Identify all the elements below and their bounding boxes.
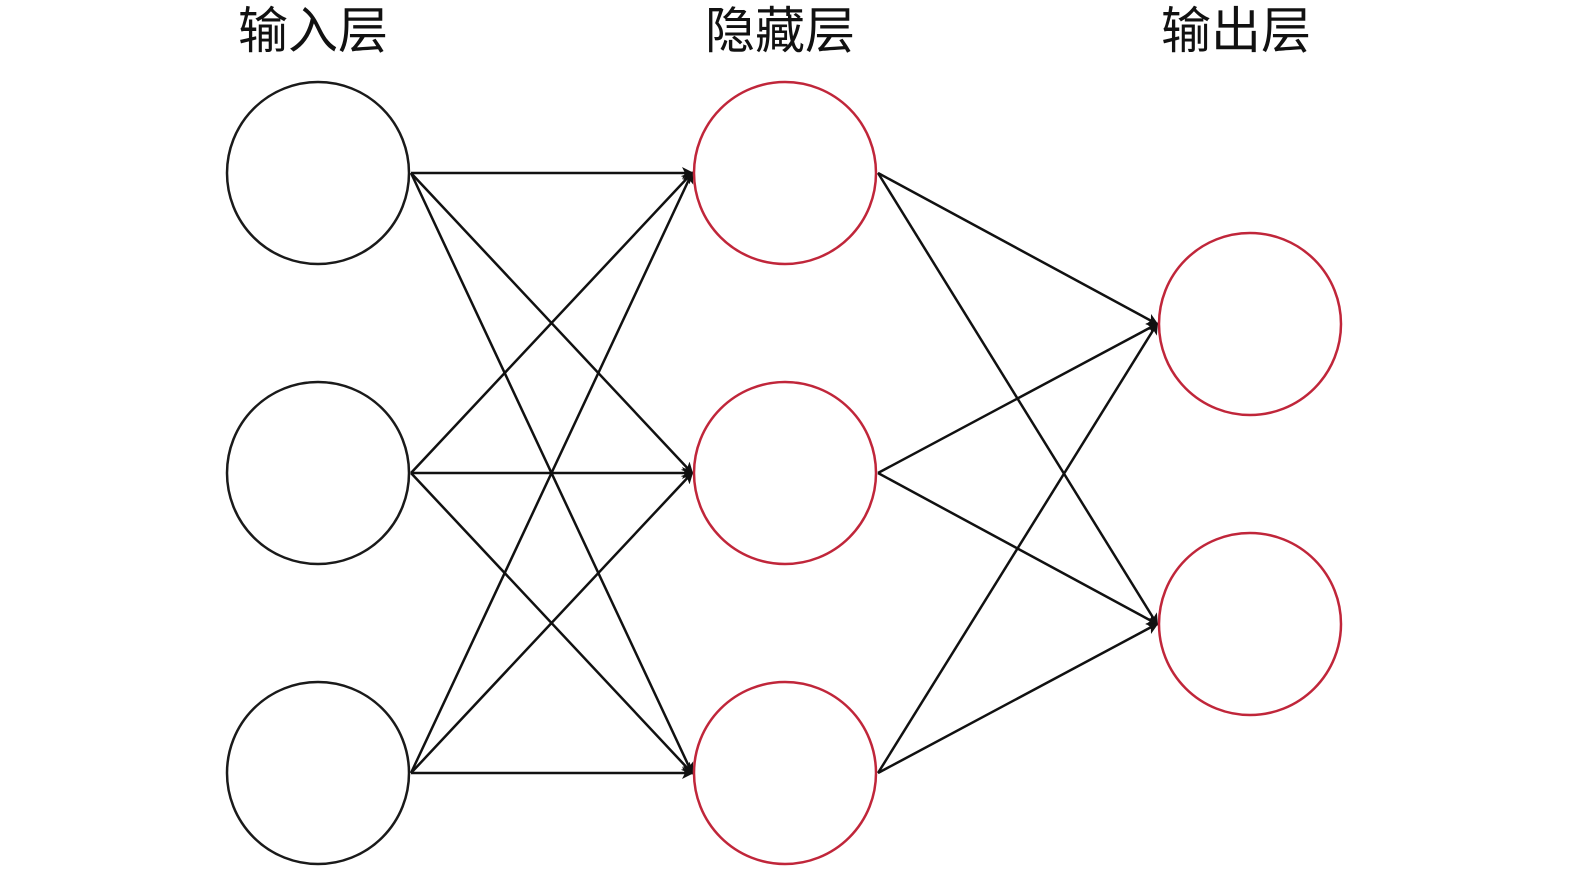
output-layer-title: 输出层	[1161, 2, 1311, 60]
edge-hidden-3-to-output-2	[877, 622, 1159, 775]
input-node-2	[225, 380, 411, 566]
connection-edges	[409, 167, 1159, 779]
network-nodes	[225, 80, 1343, 866]
edge-input-2-to-hidden-1	[410, 171, 694, 474]
hidden-node-2	[692, 380, 878, 566]
output-node-2	[1157, 531, 1343, 717]
edge-input-3-to-hidden-1	[409, 171, 694, 774]
input-node-1	[225, 80, 411, 266]
input-node-3	[225, 680, 411, 866]
hidden-node-3	[692, 680, 878, 866]
edge-input-3-to-hidden-2	[410, 471, 694, 774]
edge-hidden-1-to-output-1	[877, 171, 1159, 326]
hidden-layer-title: 隐藏层	[705, 2, 855, 60]
hidden-node-1	[692, 80, 878, 266]
edge-hidden-2-to-output-1	[877, 322, 1159, 475]
edge-hidden-3-to-output-1	[876, 322, 1159, 774]
output-node-1	[1157, 231, 1343, 417]
input-layer-title: 输入层	[238, 2, 388, 60]
